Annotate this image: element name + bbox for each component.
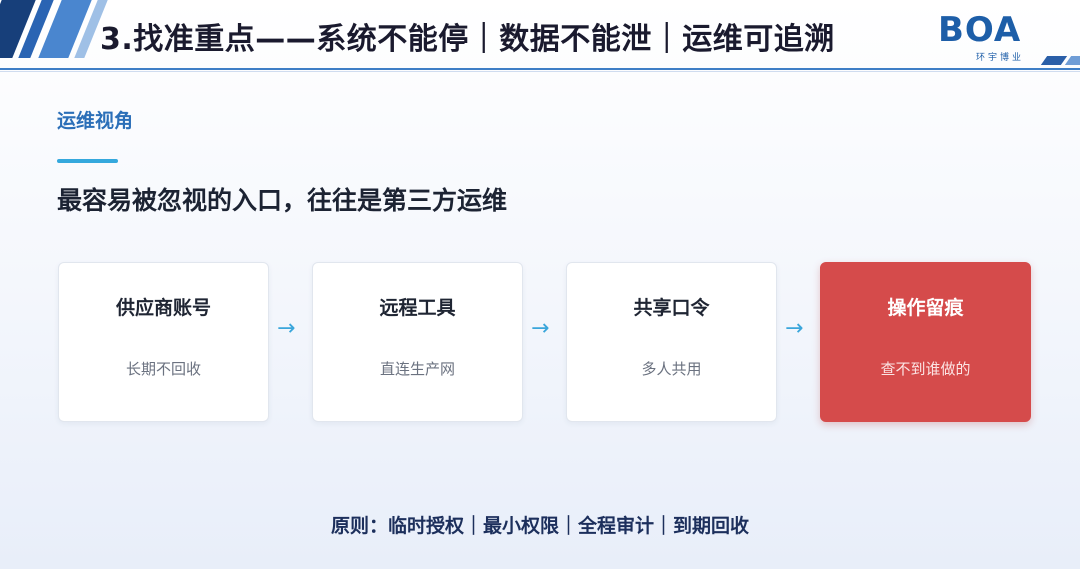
corner-decor-bar: [1064, 56, 1080, 65]
flow-card-title: 操作留痕: [887, 297, 964, 319]
flow-card-title: 远程工具: [379, 297, 456, 319]
flow-card-shared-password: 共享口令 多人共用: [566, 262, 777, 422]
flow-card-operation-trace: 操作留痕 查不到谁做的: [820, 262, 1031, 422]
corner-decor-bar: [1040, 56, 1068, 65]
header-divider: [0, 68, 1080, 70]
flow-card-desc: 直连生产网: [379, 360, 455, 378]
logo-subtext: 环宇博业: [976, 53, 1025, 63]
flow-arrow-icon: →: [277, 316, 296, 341]
flow-arrow-icon: →: [785, 316, 804, 341]
flow-card-desc: 多人共用: [641, 360, 702, 378]
flow-card-remote-tool: 远程工具 直连生产网: [312, 262, 523, 422]
flow-card-title: 共享口令: [633, 297, 710, 319]
flow-card-vendor-account: 供应商账号 长期不回收: [58, 262, 269, 422]
company-logo: BOA 环宇博业: [938, 10, 1038, 64]
slide-title: 3.找准重点——系统不能停｜数据不能泄｜运维可追溯: [100, 22, 835, 57]
flow-arrow-icon: →: [531, 316, 550, 341]
headline: 最容易被忽视的入口，往往是第三方运维: [57, 186, 508, 215]
section-underline: [57, 159, 118, 163]
slide-header: 3.找准重点——系统不能停｜数据不能泄｜运维可追溯 BOA 环宇博业: [0, 0, 1080, 72]
section-label: 运维视角: [57, 110, 134, 132]
logo-text: BOA: [938, 10, 1022, 50]
flow-card-title: 供应商账号: [115, 297, 211, 319]
flow-card-desc: 查不到谁做的: [880, 360, 971, 378]
header-divider-shadow: [0, 71, 1080, 72]
principle-text: 原则：临时授权｜最小权限｜全程审计｜到期回收: [330, 515, 749, 537]
flow-card-desc: 长期不回收: [125, 360, 201, 378]
